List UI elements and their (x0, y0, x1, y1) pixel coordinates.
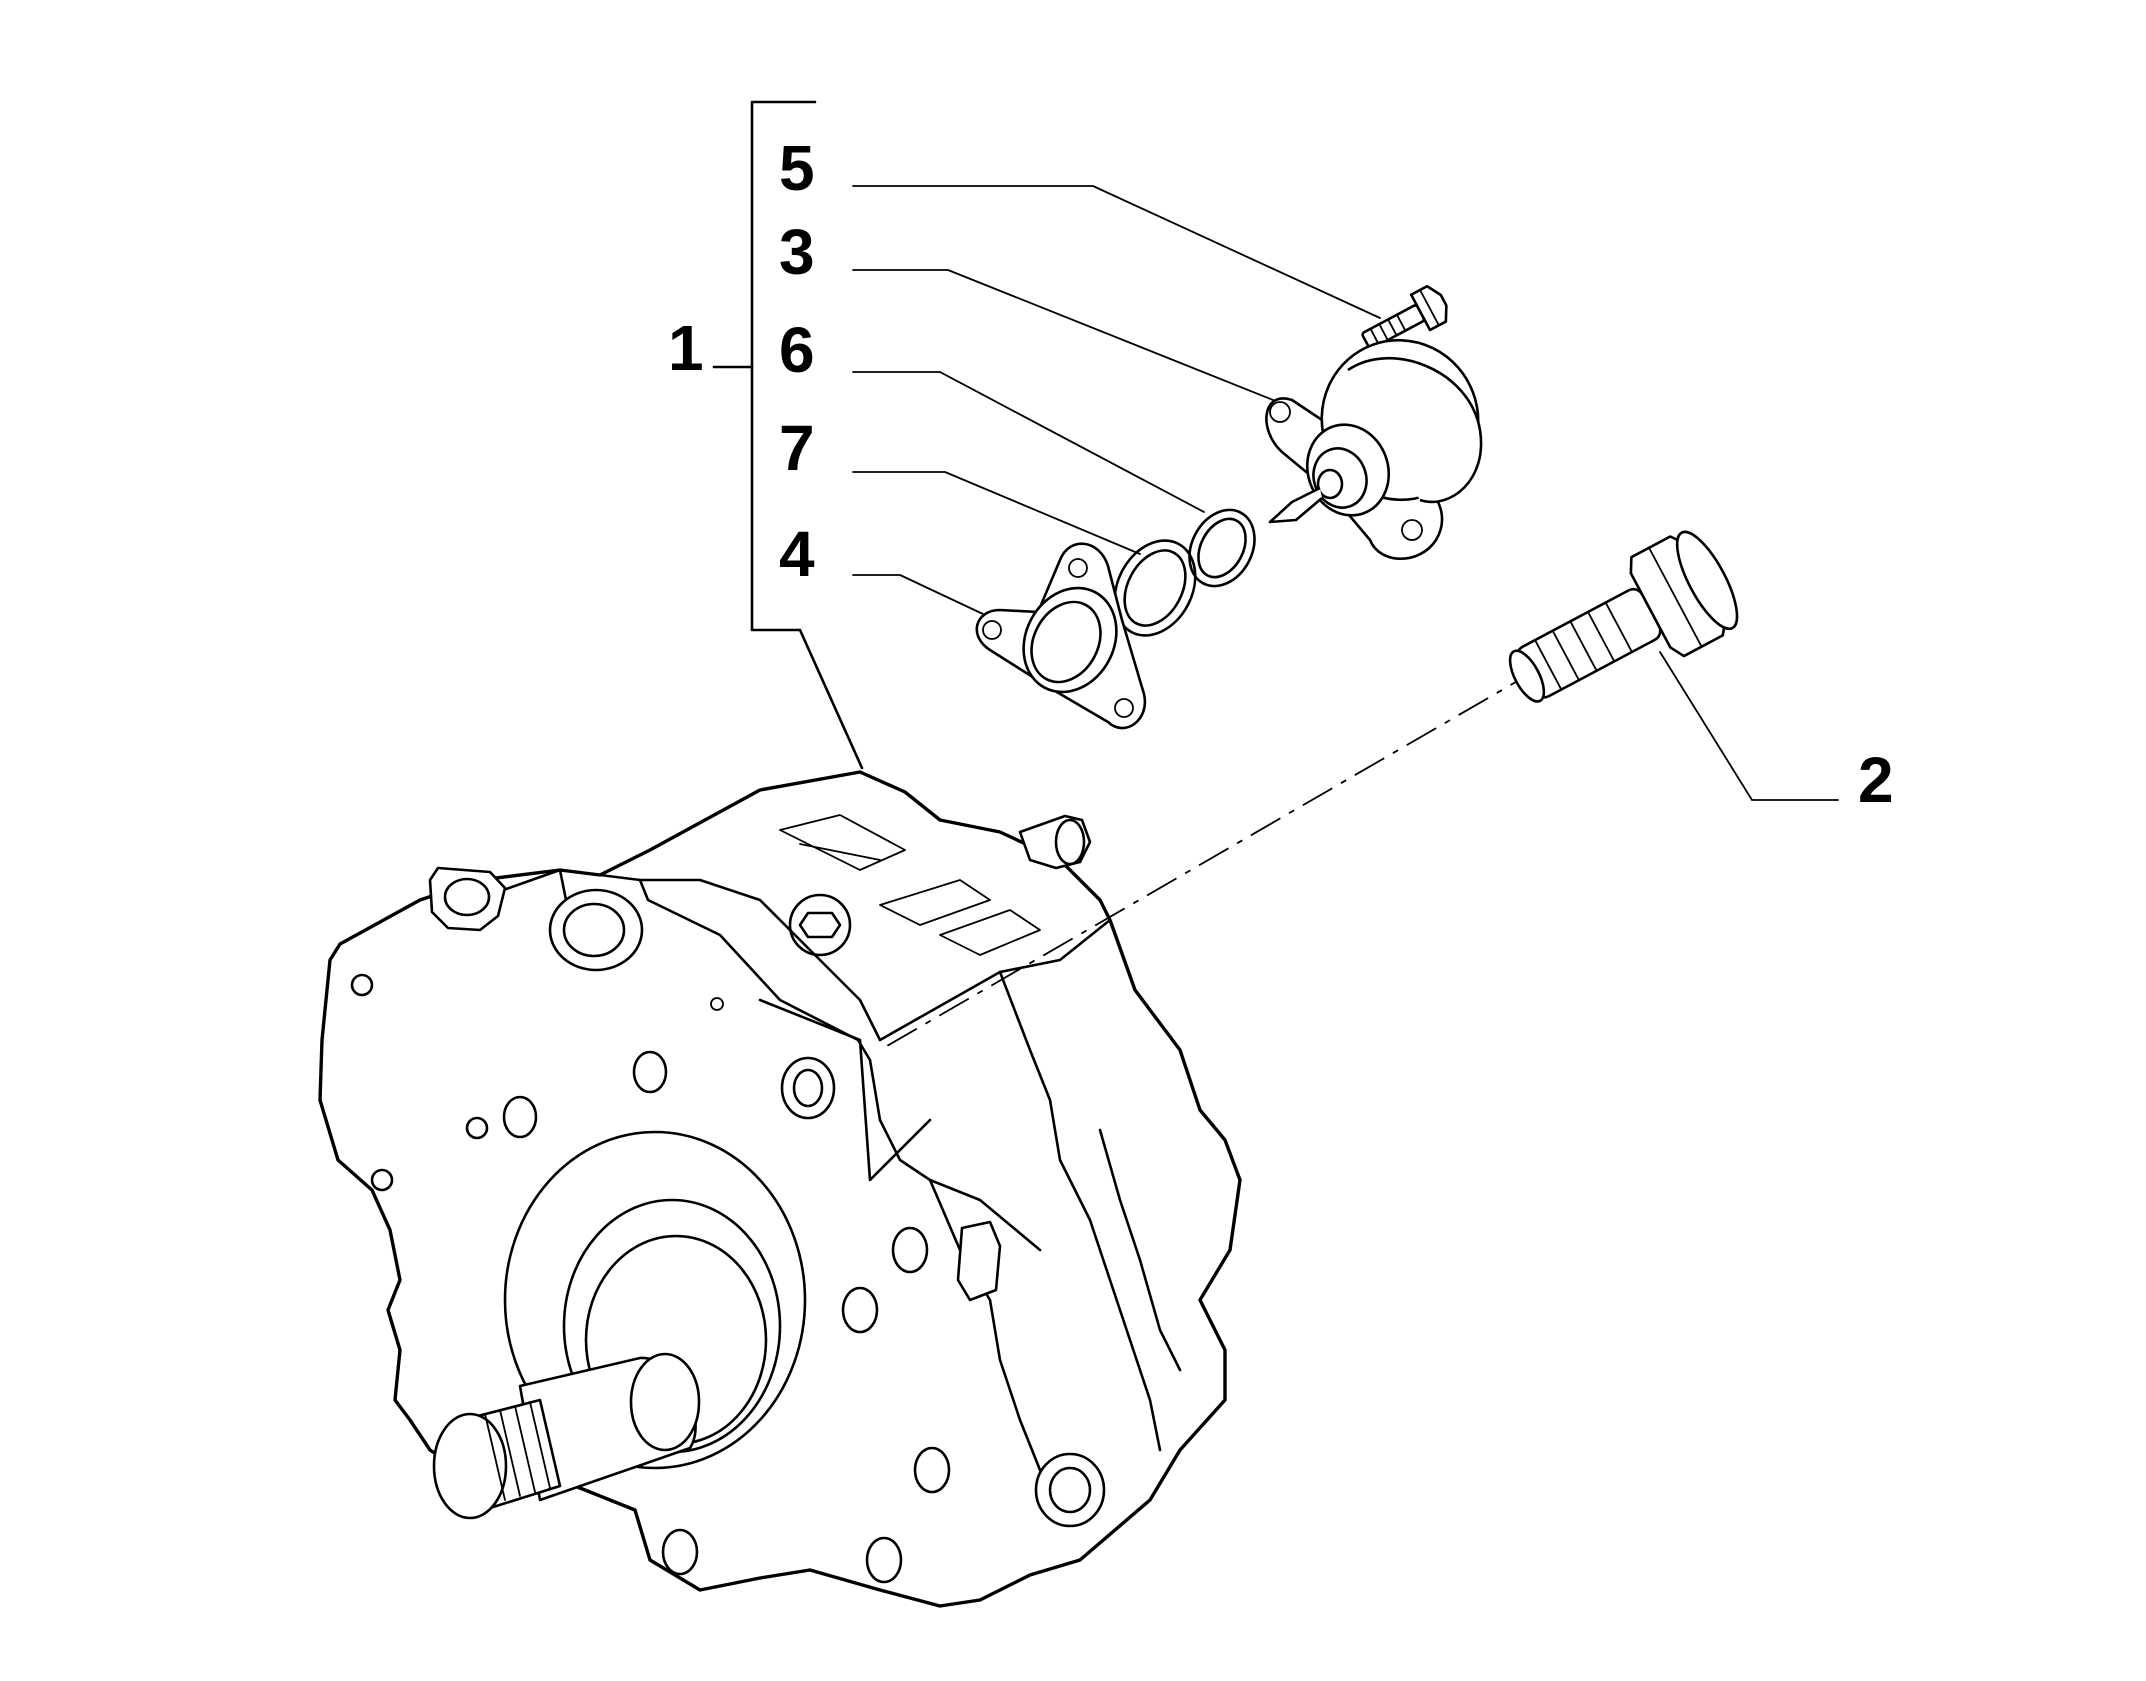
o-ring-part-6 (1188, 508, 1256, 588)
callout-5: 5 (779, 132, 815, 204)
callout-1: 1 (668, 312, 704, 384)
axis-dash-line (879, 667, 1541, 1051)
callout-6: 6 (779, 314, 815, 386)
flange-part-4 (975, 542, 1147, 730)
leader-1-to-pump (798, 628, 864, 770)
leader-5 (852, 185, 1381, 319)
hex-bolt-part-2 (1508, 530, 1739, 703)
regulator-valve-part-3 (1265, 338, 1483, 561)
callout-4: 4 (779, 518, 815, 590)
callout-3: 3 (779, 216, 815, 288)
leader-lines (712, 100, 1839, 1051)
leader-7 (852, 471, 1141, 555)
pump-body-part-1 (318, 770, 1242, 1608)
callout-2: 2 (1858, 744, 1894, 816)
callout-7: 7 (779, 412, 815, 484)
leader-4 (852, 574, 1001, 623)
o-ring-part-7 (1113, 539, 1197, 637)
bolt-part-5 (1361, 284, 1448, 350)
leader-6 (852, 371, 1205, 513)
leader-3 (852, 269, 1279, 403)
leader-2 (1659, 651, 1839, 801)
